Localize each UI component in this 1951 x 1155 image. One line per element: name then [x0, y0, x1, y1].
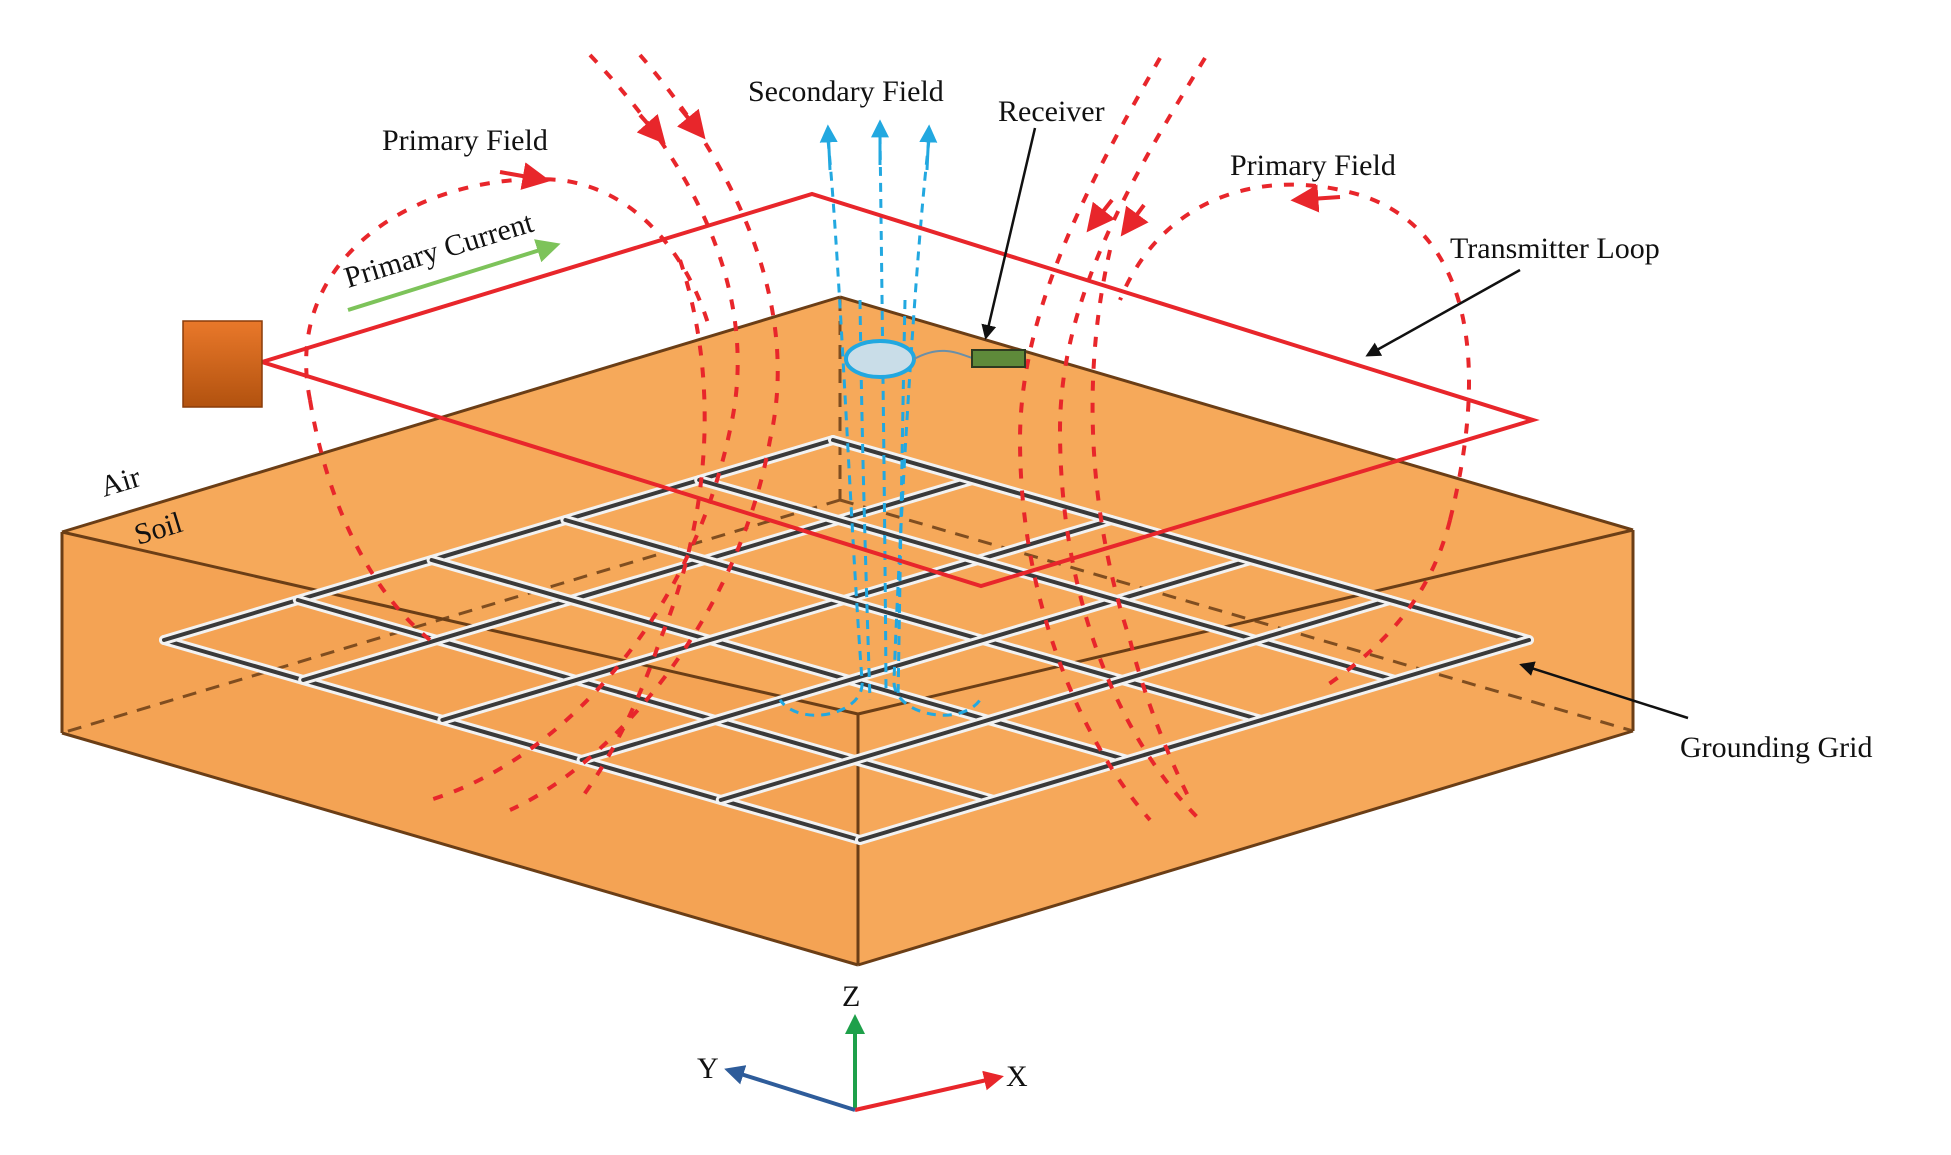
grid-bar-v-4 [718, 598, 1392, 802]
grounding-grid [159, 435, 1534, 845]
transmitter-source-box [182, 320, 263, 408]
secondary-field-line-inner-right [896, 299, 907, 701]
grid-bar-u-2 [429, 558, 1130, 762]
primary-field-left-outer [429, 53, 740, 802]
soil-edges [60, 295, 1635, 967]
secondary-field-label: Secondary Field [748, 75, 944, 108]
x-axis-label: X [1006, 1060, 1028, 1093]
primary-field-right-arc-down [1318, 519, 1452, 692]
receiver-device [971, 349, 1026, 368]
primary-field-lines [304, 53, 1471, 822]
primary-current-arrow [347, 239, 561, 312]
primary-field-left-inner [509, 53, 780, 812]
secondary-field-line-right [892, 139, 982, 717]
z-axis-label: Z [842, 980, 860, 1013]
transmitter-loop-leader [1365, 268, 1521, 357]
transmitter-loop [255, 191, 1540, 589]
leader-lines [981, 127, 1689, 720]
transmitter-loop-label: Transmitter Loop [1450, 232, 1660, 265]
grounding-grid-leader [1519, 661, 1689, 720]
soil-hidden-edges [61, 297, 1634, 735]
grid-bar-u-0 [162, 638, 862, 842]
grid-bar-v-1 [301, 478, 975, 682]
soil-top-face [62, 297, 1633, 714]
secondary-field-lines [778, 134, 982, 717]
air-label: Air [96, 460, 144, 503]
receiver-cable [913, 349, 973, 360]
grid-bar-v-2 [440, 518, 1114, 722]
receiver-coil [844, 339, 916, 379]
primary-field-arrows [499, 106, 1341, 237]
grid-bar-u-5 [831, 438, 1531, 642]
x-axis [854, 1070, 1004, 1112]
receiver-label: Receiver [998, 95, 1105, 128]
soil-front-left-face [62, 532, 858, 965]
y-axis [724, 1065, 856, 1112]
secondary-field-line-center [878, 134, 888, 691]
grid-bar-u-4 [697, 478, 1398, 682]
soil-block [60, 295, 1635, 967]
soil-front-right-face [858, 530, 1633, 965]
grid-bar-v-5 [858, 638, 1531, 842]
grid-bar-v-3 [579, 558, 1253, 762]
secondary-field-arrows [819, 119, 938, 171]
primary-field-right-outer [1057, 56, 1207, 822]
primary-field-right-arc [1118, 182, 1471, 521]
receiver-leader [981, 127, 1037, 340]
secondary-field-line-inner-left [858, 299, 872, 701]
primary-field-right-inner [1017, 57, 1162, 822]
coordinate-axes [724, 1014, 1004, 1112]
secondary-field-line-left [778, 139, 864, 717]
primary-field-left-arc-down [308, 399, 432, 642]
grounding-grid-label: Grounding Grid [1680, 731, 1872, 764]
primary-field-left-label: Primary Field [382, 124, 548, 157]
grid-bar-v-0 [162, 438, 835, 642]
y-axis-label: Y [697, 1052, 719, 1085]
primary-field-right-label: Primary Field [1230, 149, 1396, 182]
